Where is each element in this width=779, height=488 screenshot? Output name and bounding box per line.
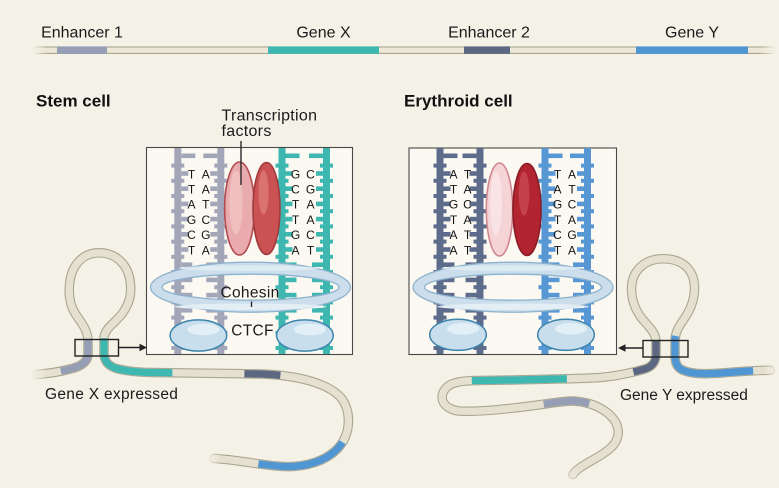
svg-text:A: A (463, 213, 471, 227)
svg-text:Transcription: Transcription (222, 108, 318, 125)
svg-text:T: T (292, 198, 300, 212)
svg-text:Gene X expressed: Gene X expressed (45, 386, 178, 403)
svg-text:A: A (463, 183, 471, 197)
svg-text:T: T (307, 243, 315, 257)
svg-text:A: A (291, 243, 299, 257)
svg-text:T: T (464, 167, 472, 181)
svg-text:T: T (554, 243, 562, 257)
svg-text:G: G (567, 228, 576, 242)
svg-text:C: C (201, 213, 210, 227)
svg-text:C: C (306, 167, 315, 181)
svg-text:T: T (450, 213, 458, 227)
svg-text:G: G (306, 183, 315, 197)
svg-text:T: T (202, 198, 210, 212)
svg-text:Erythroid cell: Erythroid cell (404, 92, 513, 111)
svg-text:T: T (568, 183, 576, 197)
svg-text:A: A (202, 243, 210, 257)
svg-text:T: T (464, 228, 472, 242)
svg-text:A: A (202, 183, 210, 197)
svg-text:T: T (554, 213, 562, 227)
svg-text:G: G (187, 213, 196, 227)
svg-text:G: G (553, 198, 562, 212)
svg-text:factors: factors (222, 123, 272, 140)
svg-text:T: T (554, 167, 562, 181)
svg-text:A: A (449, 228, 457, 242)
svg-text:G: G (449, 198, 458, 212)
svg-text:Gene X: Gene X (296, 25, 351, 42)
svg-text:Gene Y expressed: Gene Y expressed (620, 387, 748, 404)
svg-text:T: T (188, 167, 196, 181)
svg-text:A: A (202, 167, 210, 181)
svg-text:C: C (187, 228, 196, 242)
svg-text:A: A (449, 243, 457, 257)
svg-text:Gene Y: Gene Y (665, 25, 719, 42)
svg-text:C: C (291, 183, 300, 197)
svg-text:T: T (188, 243, 196, 257)
svg-text:A: A (553, 183, 561, 197)
svg-text:Enhancer 2: Enhancer 2 (448, 25, 530, 42)
svg-text:C: C (306, 228, 315, 242)
svg-text:T: T (188, 183, 196, 197)
svg-text:C: C (463, 198, 472, 212)
svg-text:A: A (187, 198, 195, 212)
svg-text:A: A (568, 243, 576, 257)
svg-text:A: A (568, 213, 576, 227)
svg-text:T: T (464, 243, 472, 257)
svg-text:A: A (449, 167, 457, 181)
svg-text:C: C (568, 198, 577, 212)
svg-text:G: G (291, 228, 300, 242)
svg-text:Enhancer 1: Enhancer 1 (41, 25, 123, 42)
svg-text:C: C (553, 228, 562, 242)
svg-text:G: G (201, 228, 210, 242)
svg-text:Cohesin: Cohesin (221, 284, 280, 301)
svg-text:CTCF: CTCF (231, 323, 274, 340)
svg-text:G: G (291, 167, 300, 181)
svg-text:T: T (292, 213, 300, 227)
svg-text:Stem cell: Stem cell (36, 92, 111, 111)
svg-text:A: A (568, 167, 576, 181)
svg-text:A: A (306, 198, 314, 212)
svg-text:T: T (450, 183, 458, 197)
svg-text:A: A (306, 213, 314, 227)
